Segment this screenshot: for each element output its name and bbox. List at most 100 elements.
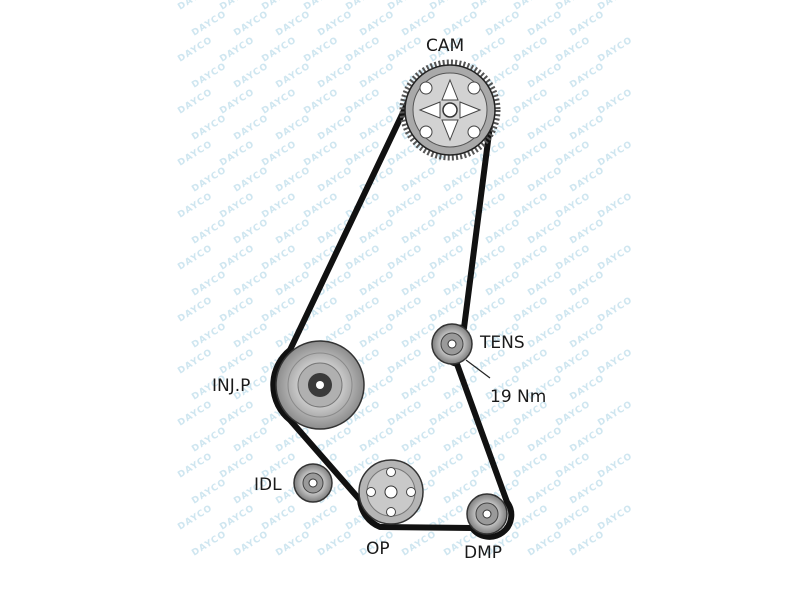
watermark-text: DAYCO [386,35,424,64]
watermark-text: DAYCO [568,61,606,90]
watermark-text: DAYCO [596,347,634,376]
watermark-text: DAYCO [176,87,214,116]
watermark-text: DAYCO [568,373,606,402]
watermark-text: DAYCO [316,165,354,194]
watermark-text: DAYCO [176,191,214,220]
watermark-text: DAYCO [232,269,270,298]
watermark-text: DAYCO [190,61,228,90]
watermark-text: DAYCO [428,399,466,428]
watermark-text: DAYCO [512,191,550,220]
watermark-text: DAYCO [176,451,214,480]
watermark-text: DAYCO [190,477,228,506]
watermark-text: DAYCO [568,269,606,298]
cam-pulley [399,59,501,161]
watermark-text: DAYCO [176,295,214,324]
watermark-text: DAYCO [218,243,256,272]
watermark-text: DAYCO [260,503,298,532]
watermark-text: DAYCO [274,9,312,38]
watermark-text: DAYCO [596,451,634,480]
watermark-text: DAYCO [400,269,438,298]
watermark-text: DAYCO [260,295,298,324]
watermark-text: DAYCO [358,321,396,350]
damper-pulley [466,493,508,535]
watermark-text: DAYCO [274,165,312,194]
watermark-text: DAYCO [176,139,214,168]
watermark-text: DAYCO [190,113,228,142]
watermark-text: DAYCO [400,373,438,402]
watermark-text: DAYCO [400,165,438,194]
watermark-text: DAYCO [400,9,438,38]
watermark-text: DAYCO [274,269,312,298]
watermark-text: DAYCO [232,217,270,246]
watermark-text: DAYCO [568,217,606,246]
watermark-text: DAYCO [442,425,480,454]
watermark-text: DAYCO [484,269,522,298]
watermark-text: DAYCO [554,399,592,428]
watermark-text: DAYCO [316,529,354,558]
watermark-text: DAYCO [232,165,270,194]
watermark-text: DAYCO [218,35,256,64]
watermark-text: DAYCO [554,451,592,480]
watermark-text: DAYCO [218,191,256,220]
watermark-text: DAYCO [484,61,522,90]
watermark-text: DAYCO [512,87,550,116]
watermark-text: DAYCO [428,451,466,480]
injection-pump-pulley [275,340,365,430]
watermark-text: DAYCO [316,425,354,454]
watermark-text: DAYCO [316,113,354,142]
watermark-text: DAYCO [274,113,312,142]
label-torque: 19 Nm [490,387,546,407]
watermark-text: DAYCO [568,9,606,38]
watermark-text: DAYCO [232,9,270,38]
watermark-text: DAYCO [302,191,340,220]
watermark-text: DAYCO [344,295,382,324]
watermark-text: DAYCO [512,295,550,324]
watermark-text: DAYCO [400,425,438,454]
torque-leader-line [465,359,491,379]
watermark-text: DAYCO [316,61,354,90]
watermark-text: DAYCO [442,165,480,194]
watermark-text: DAYCO [428,295,466,324]
watermark-text: DAYCO [176,243,214,272]
watermark-text: DAYCO [190,321,228,350]
watermark-text: DAYCO [218,295,256,324]
watermark-text: DAYCO [554,139,592,168]
watermark-text: DAYCO [554,347,592,376]
watermark-text: DAYCO [358,61,396,90]
watermark-text: DAYCO [218,451,256,480]
watermark-text: DAYCO [512,503,550,532]
watermark-text: DAYCO [526,113,564,142]
watermark-text: DAYCO [358,425,396,454]
label-tens: TENS [479,333,525,353]
watermark-text: DAYCO [484,165,522,194]
watermark-text: DAYCO [260,35,298,64]
label-cam: CAM [426,36,464,56]
watermark-text: DAYCO [526,477,564,506]
label-injp: INJ.P [212,376,250,396]
watermark-text: DAYCO [484,9,522,38]
watermark-text: DAYCO [442,9,480,38]
watermark-text: DAYCO [358,269,396,298]
watermark-text: DAYCO [442,269,480,298]
watermark-text: DAYCO [386,399,424,428]
watermark-text: DAYCO [302,139,340,168]
watermark-text: DAYCO [358,217,396,246]
idler-pulley [293,463,333,503]
watermark-text: DAYCO [190,165,228,194]
watermark-text: DAYCO [232,321,270,350]
watermark-text: DAYCO [568,113,606,142]
watermark-text: DAYCO [190,529,228,558]
watermark-text: DAYCO [400,217,438,246]
label-dmp: DMP [464,543,502,563]
watermark-text: DAYCO [190,217,228,246]
watermark-text: DAYCO [596,35,634,64]
watermark-text: DAYCO [596,191,634,220]
watermark-text: DAYCO [302,87,340,116]
label-idl: IDL [254,475,282,495]
watermark-text: DAYCO [568,529,606,558]
watermark-text: DAYCO [512,243,550,272]
tensioner-pulley [431,323,473,365]
watermark-text: DAYCO [274,529,312,558]
watermark-text: DAYCO [232,529,270,558]
watermark-text: DAYCO [232,113,270,142]
